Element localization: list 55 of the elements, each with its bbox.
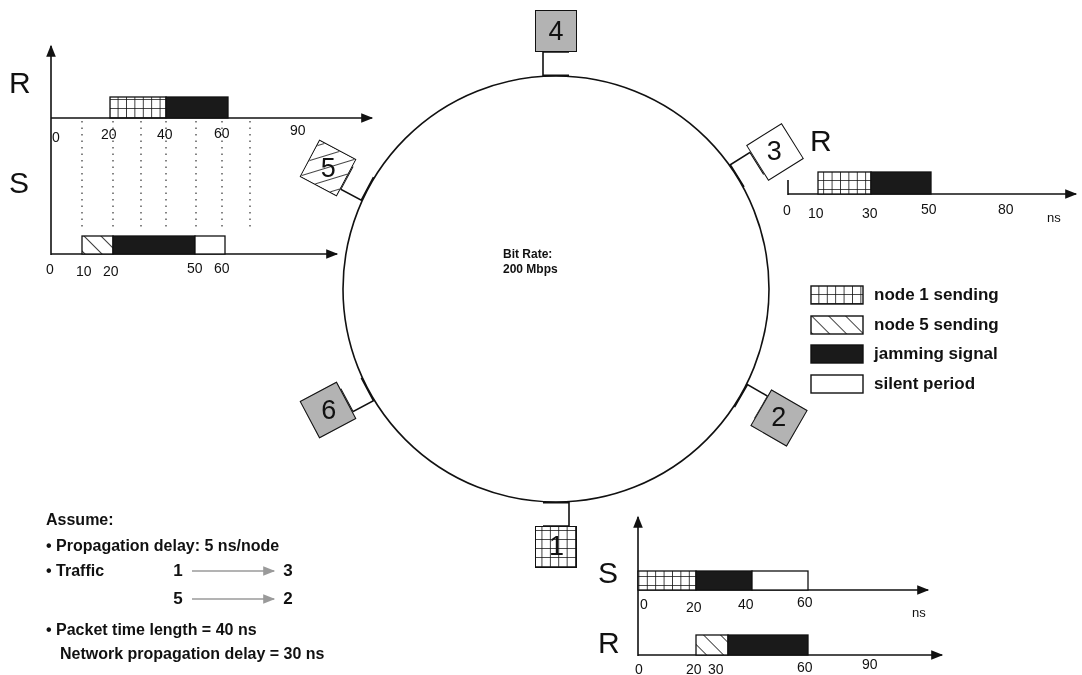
note-heading: Assume: [46, 512, 114, 528]
tick-label: 80 [998, 202, 1014, 216]
tick-label: 50 [187, 261, 203, 275]
tick-label: 20 [103, 264, 119, 278]
tick-label: 0 [46, 262, 54, 276]
note-text: • Traffic [46, 563, 105, 579]
tick-label: 90 [862, 657, 878, 671]
ring-network-circle [342, 75, 770, 503]
station-box: 4 [535, 10, 577, 52]
tick-label: 50 [921, 202, 937, 216]
legend-label: silent period [874, 373, 976, 394]
node-number: 5 [168, 589, 188, 609]
tick-label: 60 [214, 261, 230, 275]
arrow [191, 566, 276, 576]
axis-letter: S [9, 168, 29, 198]
tick-label: 40 [738, 597, 754, 611]
note-text: • Packet time length = 40 ns [46, 622, 257, 638]
note-text: • Propagation delay: 5 ns/node [46, 538, 280, 554]
station-box: 2 [750, 389, 809, 447]
legend-label: node 5 sending [874, 314, 999, 335]
unit-label: ns [912, 606, 926, 619]
node-number: 1 [168, 561, 188, 581]
tick-label: 20 [686, 600, 702, 614]
tick-label: 40 [157, 127, 173, 141]
tick-label: 90 [290, 123, 306, 137]
tick-label: 20 [686, 662, 702, 675]
arrow [191, 594, 276, 604]
axis-letter: R [598, 628, 620, 658]
node-number: 2 [278, 589, 298, 609]
connector-line [542, 501, 570, 527]
bit-rate-text: Bit Rate: 200 Mbps [503, 247, 559, 277]
tick-label: 10 [76, 264, 92, 278]
axis-letter: R [810, 126, 832, 156]
tick-label: 0 [640, 597, 648, 611]
legend-label: jamming signal [874, 344, 998, 364]
connector-line [729, 151, 765, 188]
tick-label: 0 [783, 203, 791, 217]
station-box: 6 [299, 381, 357, 439]
connector-line [542, 51, 570, 77]
tick-label: 30 [708, 662, 724, 675]
tick-label: 10 [808, 206, 824, 220]
tick-label: 60 [214, 126, 230, 140]
note-text: Network propagation delay = 30 ns [60, 646, 325, 662]
tick-label: 60 [797, 660, 813, 674]
tick-label: 30 [862, 206, 878, 220]
axis-letter: R [9, 68, 31, 98]
connector-line [339, 165, 375, 202]
tick-label: 20 [101, 127, 117, 141]
tick-label: 0 [635, 662, 643, 675]
tick-label: 0 [52, 130, 60, 144]
unit-label: ns [1047, 211, 1061, 224]
tick-label: 60 [797, 595, 813, 609]
axis-letter: S [598, 558, 618, 588]
node-number: 3 [278, 561, 298, 581]
legend-label: node 1 sending [874, 285, 999, 305]
